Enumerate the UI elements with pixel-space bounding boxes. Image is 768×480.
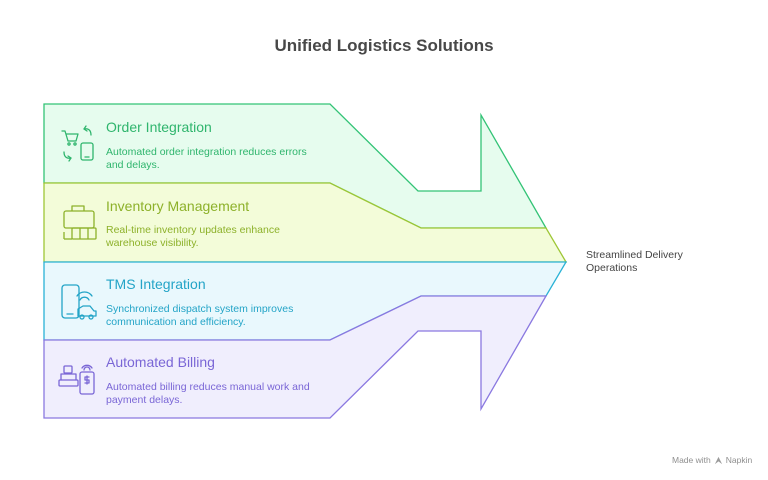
- band-desc-inventory-management-line2: warehouse visibility.: [105, 237, 199, 249]
- napkin-logo-icon: [714, 456, 722, 464]
- credit-prefix: Made with: [672, 455, 711, 465]
- credit-brand: Napkin: [725, 455, 753, 465]
- made-with-credit: Made with Napkin: [672, 455, 752, 465]
- phone-truck-icon: [61, 284, 97, 320]
- band-desc-inventory-management-line1: Real-time inventory updates enhance: [106, 224, 280, 236]
- outcome-label-line1: Streamlined Delivery: [586, 249, 683, 261]
- band-desc-automated-billing-line1: Automated billing reduces manual work an…: [106, 381, 310, 393]
- outcome-label-line2: Operations: [586, 262, 638, 274]
- band-automated-billing: [43, 295, 548, 419]
- band-title-automated-billing: Automated Billing: [106, 354, 215, 370]
- diagram-title: Unified Logistics Solutions: [274, 36, 494, 55]
- band-desc-automated-billing-line2: payment delays.: [106, 394, 182, 406]
- band-title-inventory-management: Inventory Management: [106, 198, 249, 214]
- outcome-label: Streamlined Delivery Operations: [586, 249, 736, 275]
- toolbox-icon: [63, 205, 97, 240]
- band-desc-tms-integration-line2: communication and efficiency.: [106, 316, 246, 328]
- band-desc-order-integration-line1: Automated order integration reduces erro…: [106, 146, 307, 158]
- band-title-order-integration: Order Integration: [106, 119, 212, 135]
- band-desc-tms-integration-line1: Synchronized dispatch system improves: [106, 303, 293, 315]
- cart-phone-sync-icon: [61, 125, 94, 162]
- register-payment-icon: [58, 364, 95, 395]
- band-title-tms-integration: TMS Integration: [106, 276, 206, 292]
- band-desc-order-integration-line2: and delays.: [106, 159, 160, 171]
